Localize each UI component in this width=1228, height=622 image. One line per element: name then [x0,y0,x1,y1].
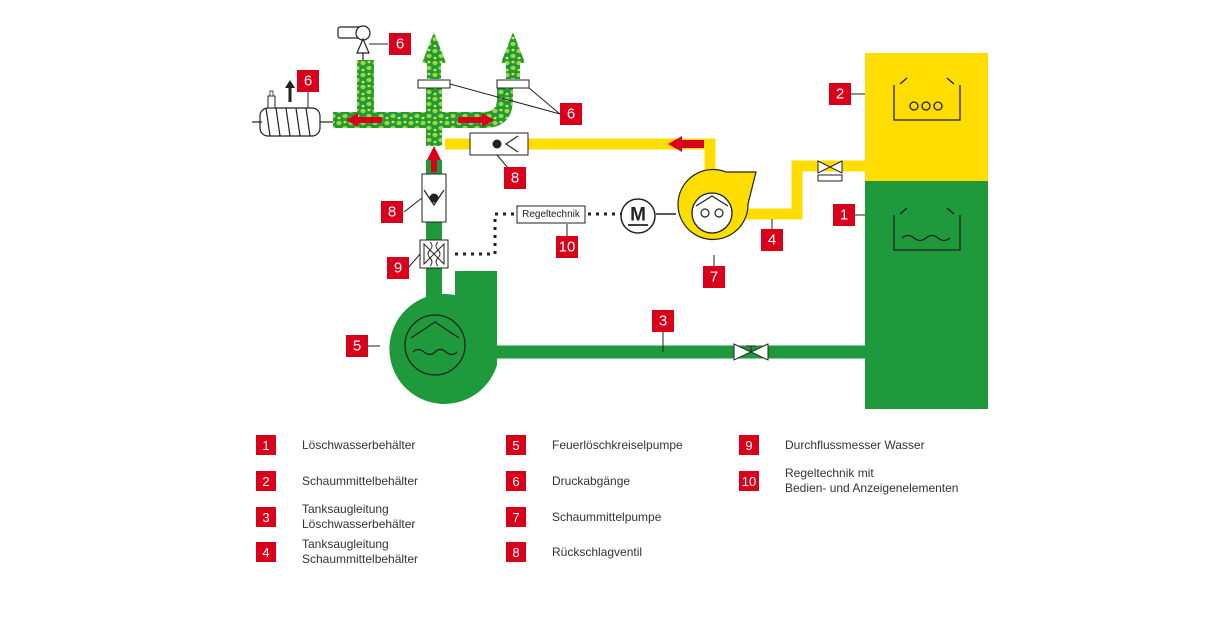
motor-label: M [630,205,646,226]
valve-icon [817,160,843,182]
legend-label: Druckabgänge [552,474,631,488]
diagram-badge-4: 4 [761,229,783,251]
flow-arrow-icon [668,136,704,152]
diagram-badge-3: 3 [652,310,674,332]
legend-item-5: 5 Feuerlöschkreiselpumpe [506,435,683,455]
foam-outlet-arrow-icon [501,32,525,63]
legend-badge: 4 [256,542,276,562]
monitor-icon [337,25,371,60]
svg-text:4: 4 [768,232,776,249]
diagram-badge-5: 5 [346,335,368,357]
legend-item-2: 2 Schaummittelbehälter [256,471,418,491]
svg-text:5: 5 [353,338,361,355]
outlet-flange [417,79,451,89]
legend-item-9: 9 Durchflussmesser Wasser [739,435,925,455]
flow-arrow-icon [427,146,441,172]
flowmeter-icon [419,239,449,269]
foam-discharge-right [506,63,520,79]
legend-label: Feuerlöschkreiselpumpe [552,438,683,452]
svg-text:2: 2 [836,86,844,103]
legend-label: Löschwasserbehälter [302,438,416,452]
svg-text:6: 6 [304,73,312,90]
outlet-flange [496,79,530,89]
foam-pump [677,168,757,241]
diagram-badge-2: 2 [829,83,851,105]
svg-text:1: 1 [840,207,848,224]
foam-discharge-left [427,63,441,79]
diagram-badge-1: 1 [833,204,855,226]
diagram-badge-8-foam-line: 8 [504,167,526,189]
fire-pump [389,268,497,404]
svg-text:8: 8 [511,170,519,187]
legend-badge: 10 [739,471,759,491]
legend-badge: 3 [256,507,276,527]
control-box-label: Regeltechnik [522,209,581,220]
flow-arrow-icon [458,113,494,127]
signal-line-flowmeter [452,212,514,256]
check-valve-icon [469,132,529,156]
legend-label: Durchflussmesser Wasser [785,438,925,452]
valve-icon [733,343,769,361]
check-valve-icon [421,173,447,223]
legend-label: Rückschlagventil [552,545,643,559]
legend-item-6: 6 Druckabgänge [506,471,630,491]
legend-badge: 1 [256,435,276,455]
legend-item-1: 1 Löschwasserbehälter [256,435,415,455]
legend-badge: 9 [739,435,759,455]
svg-text:9: 9 [394,260,402,277]
legend-badge: 2 [256,471,276,491]
legend-item-8: 8 Rückschlagventil [506,542,642,562]
diagram-badge-8-water-line: 8 [381,201,403,223]
svg-text:10: 10 [559,239,576,256]
motor-icon: M [620,198,656,234]
legend-badge: 7 [506,507,526,527]
foam-outlet-arrow-icon [422,32,446,63]
diagram-badge-9: 9 [387,257,409,279]
extinguishing-water-tank [865,181,988,409]
diagram-badge-10: 10 [556,236,578,258]
legend-label: Schaummittelpumpe [552,510,662,524]
svg-text:6: 6 [396,36,404,53]
foam-concentrate-tank [865,53,988,181]
diagram-badge-6-monitor: 6 [389,33,411,55]
legend-item-7: 7 Schaummittelpumpe [506,507,661,527]
water-tank-symbol-icon [893,207,961,251]
legend-badge: 5 [506,435,526,455]
legend-label: Schaummittelbehälter [302,474,419,488]
hose-reel-icon [252,80,333,137]
foam-tank-symbol-icon [893,77,961,121]
flow-arrow-icon [346,113,382,127]
control-box [516,205,586,224]
diagram-badge-6-hose-reel: 6 [297,70,319,92]
svg-text:7: 7 [710,269,718,286]
svg-text:3: 3 [659,313,667,330]
svg-text:8: 8 [388,204,396,221]
diagram-badge-7: 7 [703,266,725,288]
diagram-badge-6-outlets: 6 [560,103,582,125]
legend-badge: 6 [506,471,526,491]
legend-badge: 8 [506,542,526,562]
foam-distribution-manifold [333,60,513,146]
svg-text:6: 6 [567,106,575,123]
